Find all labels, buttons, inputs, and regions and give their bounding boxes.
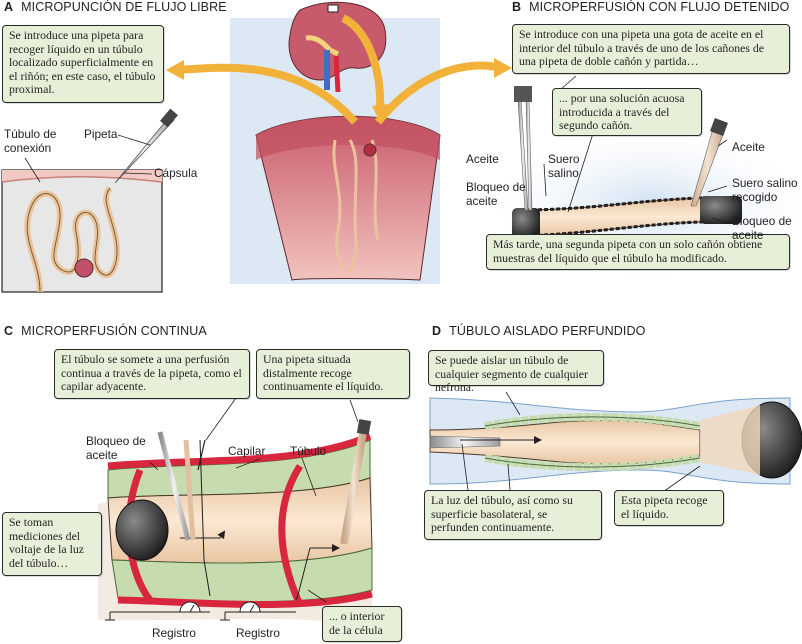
panel-a-cross-section [1,169,163,293]
label-saline: Suero salino [548,152,580,180]
arrow-to-a [177,63,358,125]
kidney-icon [288,1,387,93]
box-c-perfusion: El túbulo se somete a una perfusión cont… [54,349,250,399]
box-b-oil: Se introduce con una pipeta una gota de … [512,24,790,74]
label-record-2: Registro [236,626,280,640]
box-d-isolate: Se puede aislar un túbulo de cualquier s… [428,350,604,394]
label-oil-block-left: Bloqueo de aceite [466,180,526,208]
label-oil-right: Aceite [732,140,765,154]
panel-a-letter: A [4,0,14,14]
label-c-oil-block: Bloqueo de aceite [86,434,146,462]
panel-d-letter: D [432,324,442,338]
panel-a-title: MICROPUNCIÓN DE FLUJO LIBRE [21,0,227,14]
box-a-intro: Se introduce una pipeta para recoger líq… [2,25,164,103]
label-capsule: Cápsula [154,166,198,180]
double-pipette-b [514,86,533,211]
panel-d-perfusion [429,397,802,485]
pipette-a [114,108,178,184]
label-oil-left: Aceite [466,152,499,166]
box-d-lumen: La luz del túbulo, así como su superfici… [424,490,602,540]
kidney-wedge [255,115,441,281]
box-c-distal: Una pipeta situada distalmente recoge co… [256,349,410,399]
electrode-2 [295,547,311,601]
collection-pipette-b [690,118,728,207]
label-oil-block-right: Bloqueo de aceite [732,214,792,242]
meter-icon-2 [220,601,296,621]
panel-d-title: TÚBULO AISLADO PERFUNDIDO [449,324,646,338]
panel-c-header: C MICROPERFUSIÓN CONTINUA [4,324,207,338]
label-record-1: Registro [152,626,196,640]
panel-b-letter: B [512,0,522,14]
panel-c-tissue [98,419,373,628]
box-c-cell: ... o interior de la célula [322,606,402,642]
arrow-to-b [374,61,502,125]
panel-c-title: MICROPERFUSIÓN CONTINUA [21,324,207,338]
panel-a-header: A MICROPUNCIÓN DE FLUJO LIBRE [4,0,227,14]
panel-b-header: B MICROPERFUSIÓN CON FLUJO DETENIDO [512,0,789,14]
kidney-arrow [341,14,385,113]
label-pipette: Pipeta [84,127,118,141]
box-c-voltage: Se toman mediciones del voltaje de la lu… [2,512,102,576]
box-b-aqueous: ... por una solución acuosa introducida … [552,88,702,136]
box-b-later: Más tarde, una segunda pipeta con un sol… [486,234,790,270]
box-d-pipette: Esta pipeta recoge el líquido. [614,490,724,526]
panel-b-title: MICROPERFUSIÓN CON FLUJO DETENIDO [529,0,790,14]
label-connecting-tubule: Túbulo de conexión [4,127,57,155]
panel-d-header: D TÚBULO AISLADO PERFUNDIDO [432,324,645,338]
pipette-leader [117,134,151,146]
electrode-1 [199,439,211,597]
label-tubule: Túbulo [290,444,327,458]
meter-icon [105,601,210,621]
label-capillary: Capilar [228,444,266,458]
panel-c-letter: C [4,324,14,338]
label-saline-collected: Suero salino recogido [732,176,798,204]
